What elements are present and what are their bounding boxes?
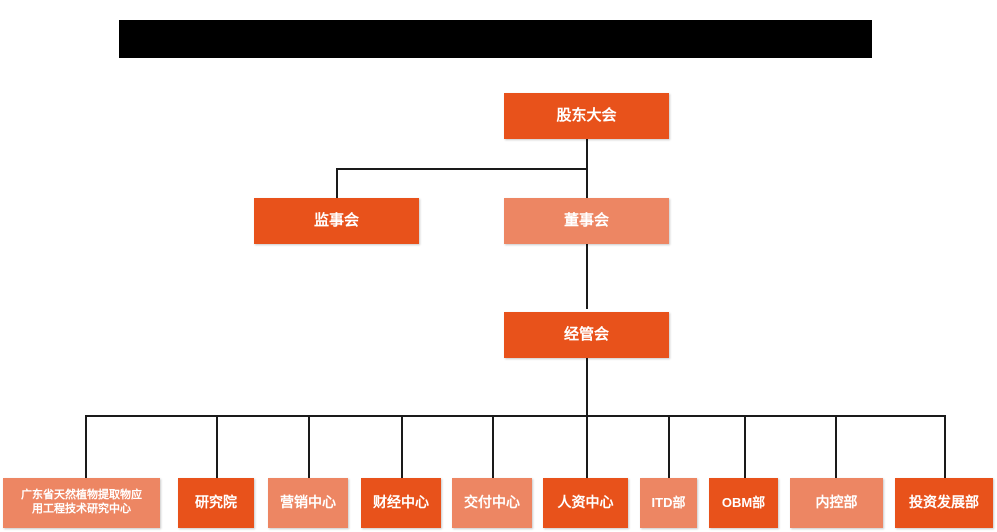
node-shareholders-meeting[interactable]: 股东大会	[504, 93, 669, 139]
node-research-center[interactable]: 广东省天然植物提取物应 用工程技术研究中心	[3, 478, 160, 528]
node-label: 营销中心	[280, 494, 336, 511]
connector-drop-marketing-center	[308, 415, 310, 478]
connector-drop-itd-department	[668, 415, 670, 478]
node-label: 监事会	[313, 211, 359, 229]
node-board-of-directors[interactable]: 董事会	[504, 198, 669, 244]
node-internal-control-department[interactable]: 内控部	[790, 478, 883, 528]
connector-directors-to-management	[586, 243, 588, 309]
redacted-title-banner	[119, 20, 872, 58]
node-label: 财经中心	[373, 494, 429, 511]
connector-department-bus	[85, 415, 945, 417]
connector-drop-obm-department	[744, 415, 746, 478]
node-itd-department[interactable]: ITD部	[640, 478, 697, 528]
node-label: 股东大会	[556, 106, 617, 124]
node-label-line1: 广东省天然植物提取物应	[21, 489, 142, 502]
node-label: 董事会	[563, 211, 609, 229]
node-label: 研究院	[195, 494, 237, 511]
node-board-of-supervisors[interactable]: 监事会	[254, 198, 419, 244]
connector-drop-investment-development	[944, 415, 946, 478]
node-label: 人资中心	[557, 494, 614, 511]
node-marketing-center[interactable]: 营销中心	[268, 478, 348, 528]
connector-drop-hr-center	[586, 415, 588, 478]
connector-shareholders-down	[586, 138, 588, 169]
node-label: 投资发展部	[909, 494, 979, 511]
node-label: ITD部	[651, 494, 686, 510]
node-obm-department[interactable]: OBM部	[709, 478, 778, 528]
connector-drop-internal-control	[835, 415, 837, 478]
node-management-committee[interactable]: 经管会	[504, 312, 669, 358]
node-hr-center[interactable]: 人资中心	[543, 478, 628, 528]
connector-directors-drop	[586, 168, 588, 199]
node-label: 经管会	[563, 325, 609, 343]
connector-supervisors-drop	[336, 168, 338, 199]
connector-level2-bar	[336, 168, 588, 170]
connector-drop-research-center	[85, 415, 87, 478]
node-label: 内控部	[815, 494, 858, 511]
connector-drop-research-institute	[216, 415, 218, 478]
connector-drop-delivery-center	[492, 415, 494, 478]
node-label: OBM部	[721, 494, 766, 510]
node-research-institute[interactable]: 研究院	[178, 478, 254, 528]
connector-drop-finance-center	[401, 415, 403, 478]
connector-management-down	[586, 358, 588, 416]
node-delivery-center[interactable]: 交付中心	[452, 478, 532, 528]
node-finance-center[interactable]: 财经中心	[361, 478, 441, 528]
node-label: 交付中心	[464, 494, 520, 511]
node-label-line2: 用工程技术研究中心	[32, 503, 131, 515]
node-investment-development-department[interactable]: 投资发展部	[895, 478, 993, 528]
